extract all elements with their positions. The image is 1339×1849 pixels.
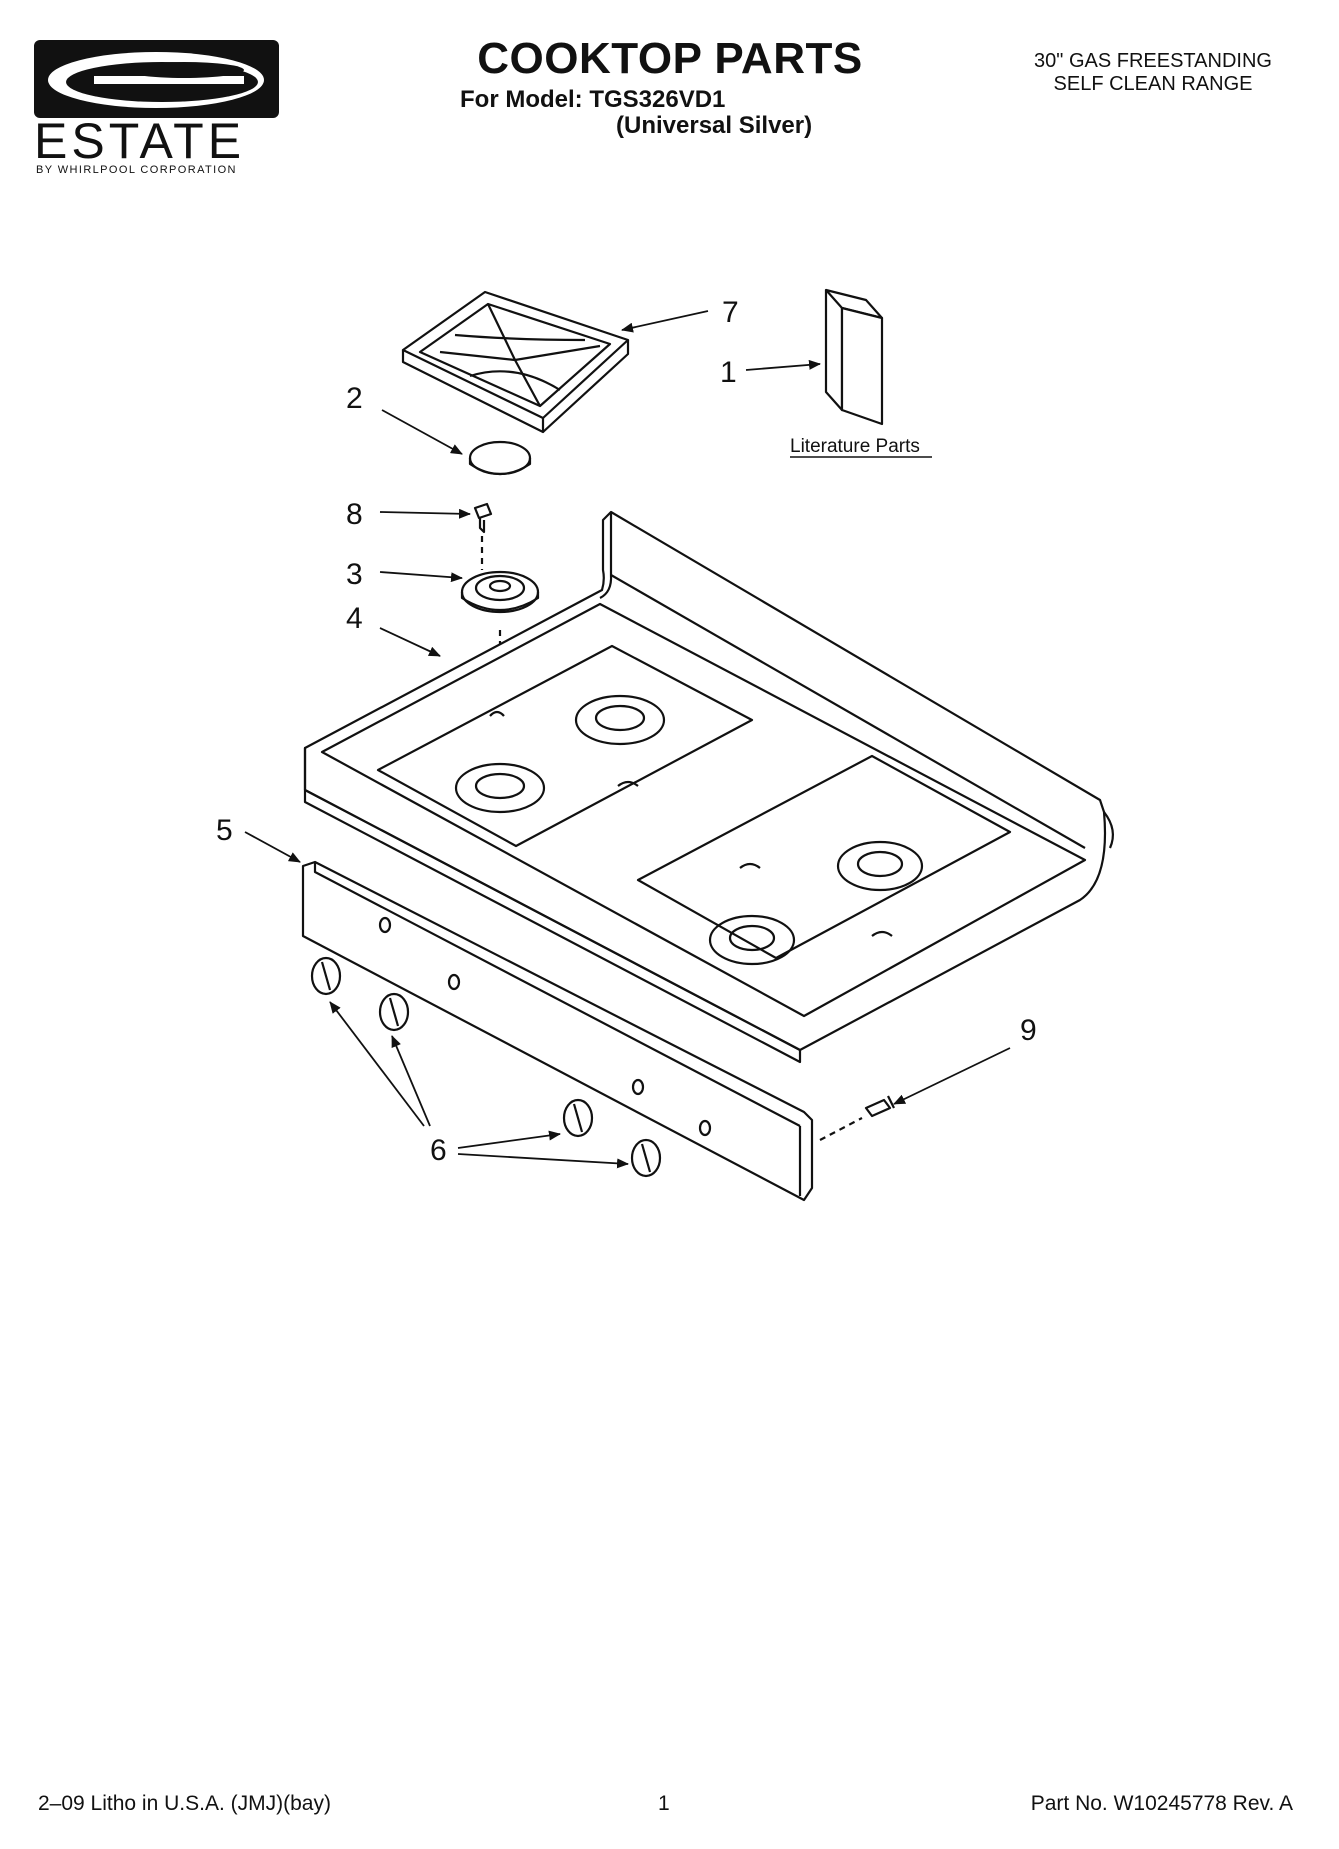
part-number: Part No. W10245778 Rev. A [1030,1792,1293,1815]
callout-4: 4 [346,602,363,635]
estate-logo: ESTATE BY WHIRLPOOL CORPORATION [34,40,284,180]
mounting-screw [819,1095,895,1141]
model-line: For Model: TGS326VD1 [460,86,726,113]
callout-7: 7 [722,296,739,329]
screw-part [473,502,493,570]
callout-5: 5 [216,814,233,847]
callout-3: 3 [346,558,363,591]
literature-parts-label: Literature Parts [790,436,920,457]
callout-1: 1 [720,356,737,389]
footer-print-info: 2–09 Litho in U.S.A. (JMJ)(bay) [38,1792,331,1815]
model-variant: (Universal Silver) [616,112,813,139]
control-knobs [310,956,662,1178]
brand-name: ESTATE [34,113,246,169]
callout-2: 2 [346,382,363,415]
literature-booklet [824,288,884,426]
callout-9: 9 [1020,1014,1037,1047]
page-title: COOKTOP PARTS [477,34,863,83]
callout-6: 6 [430,1134,447,1167]
callout-8: 8 [346,498,363,531]
product-description-line1: 30" GAS FREESTANDING [1034,50,1272,72]
estate-swoosh-icon [34,40,279,118]
page-number: 1 [658,1792,670,1815]
burner-cap [468,440,532,476]
cooktop-panel [303,510,1115,1064]
product-description-line2: SELF CLEAN RANGE [1053,73,1253,95]
grate-part [401,290,630,434]
control-panel-trim [301,860,814,1202]
brand-tagline: BY WHIRLPOOL CORPORATION [36,164,237,176]
